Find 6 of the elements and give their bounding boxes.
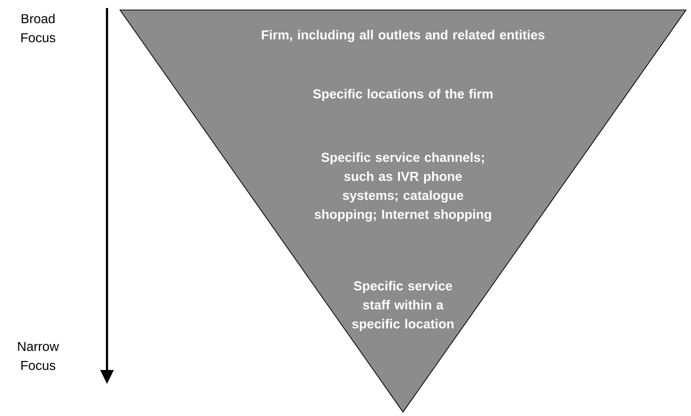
triangle-text: Specific service staff within a specific location xyxy=(352,280,454,332)
triangle-text: Specific service channels; such as IVR phone systems; catalogue shopping; Internet shopping xyxy=(314,152,491,222)
triangle-text: Specific locations of the firm xyxy=(313,88,492,102)
axis-label: Broad Focus xyxy=(21,14,56,42)
axis-label: Narrow Focus xyxy=(18,342,59,370)
triangle-text: Firm, including all outlets and related entities xyxy=(262,30,544,42)
